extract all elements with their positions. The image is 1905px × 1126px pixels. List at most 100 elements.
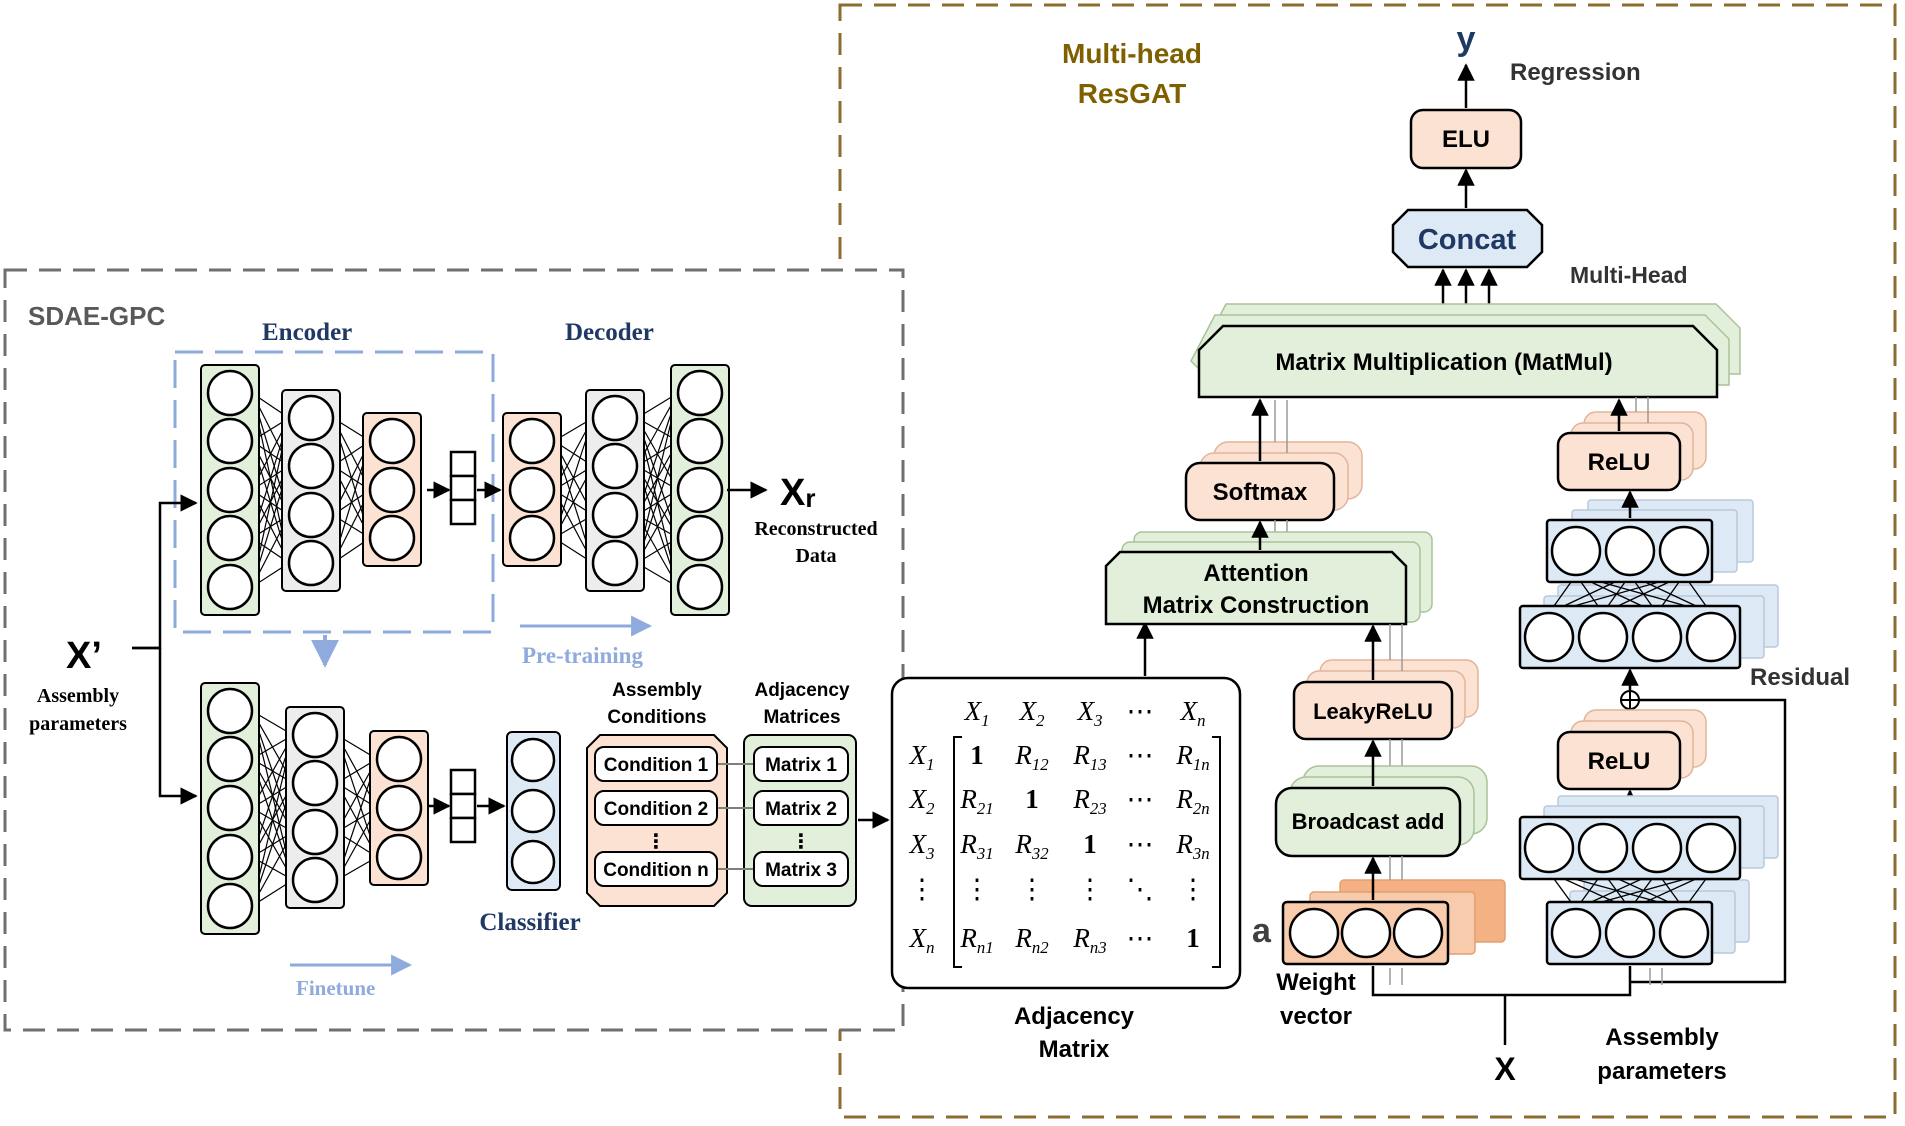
classifier-label: Classifier [479, 909, 580, 936]
matrix-cell: R21 [959, 784, 993, 818]
condition-1-text: Condition 1 [604, 755, 709, 776]
enc-input-node [206, 369, 254, 417]
matmul-box [1197, 324, 1719, 399]
adjacency-matrix-box [890, 676, 1242, 990]
dec-hidden-node [591, 394, 639, 442]
classifier-node [510, 788, 556, 834]
output-symbol-xr: Xr [780, 472, 815, 514]
residual-node [1631, 822, 1683, 874]
ft-hidden-layer [285, 706, 345, 909]
matrix-1-text: Matrix 1 [765, 755, 837, 776]
residual-node [1577, 822, 1629, 874]
matrix-cell: ⋮ [1180, 874, 1207, 904]
ft-input-node [206, 735, 254, 783]
weight-node [1340, 907, 1392, 959]
dec-code-node [508, 417, 556, 465]
conditions-header-line2: Conditions [607, 707, 706, 728]
matrix-cell: ⋯ [1127, 923, 1154, 953]
enc-hidden-node [287, 491, 335, 539]
leakyrelu-text: LeakyReLU [1313, 699, 1433, 724]
broadcast-box [1274, 786, 1462, 858]
latent-code-bottom [449, 768, 477, 844]
ft-hidden-node [291, 808, 339, 856]
residual-skip-line [1630, 698, 1787, 984]
weight-label-line1: Weight [1276, 969, 1356, 996]
matrix-cell: ⋮ [1077, 874, 1104, 904]
residual-node [1550, 907, 1602, 959]
resgat-title-line1: Multi-head [1062, 38, 1202, 69]
conditions-ellipsis: ⋮ [646, 831, 666, 853]
condition-2-box [594, 790, 718, 826]
encoder-label: Encoder [262, 319, 352, 346]
matrix-cell: R1n [1175, 740, 1209, 774]
matrix-col-header: X1 [964, 696, 990, 730]
ft-input-node [206, 687, 254, 735]
matrix-cell: 1 [970, 740, 984, 770]
condition-2-text: Condition 2 [604, 799, 708, 820]
pretraining-label: Pre-training [522, 643, 643, 668]
ft-hidden-node [291, 856, 339, 904]
matrix-cell: R2n [1175, 784, 1209, 818]
res-low-layer [1518, 815, 1742, 881]
attention-text-line1: Attention [1203, 560, 1308, 587]
neural-network-nodes [200, 364, 730, 935]
dec-hidden-node [591, 539, 639, 587]
enc-code-node [368, 466, 416, 514]
enc-hidden-layer [281, 389, 341, 592]
matrix-cell: 1 [1083, 829, 1097, 859]
matrix-cell: R23 [1072, 784, 1106, 818]
matrix-2-box [753, 790, 849, 826]
matrix-col-header: X2 [1019, 696, 1045, 730]
condition-matrix-links [717, 763, 754, 870]
enc-input-node [206, 417, 254, 465]
residual-node [1550, 525, 1602, 577]
matrix-cell: ⋯ [1127, 829, 1154, 859]
input-caption-line1: Assembly [37, 685, 119, 707]
output-symbol-y: y [1457, 20, 1476, 58]
leakyrelu-box [1292, 680, 1454, 741]
residual-node [1658, 907, 1710, 959]
enc-input-node [206, 466, 254, 514]
ft-hidden-node [291, 759, 339, 807]
matrix-cell: ⋯ [1127, 784, 1154, 814]
residual-node [1604, 525, 1656, 577]
decoder-label: Decoder [565, 319, 654, 346]
adjacency-caption-line1: Adjacency [1014, 1003, 1135, 1030]
classifier-node [510, 737, 556, 783]
matrix-1-box [753, 746, 849, 782]
output-caption-line2: Data [795, 545, 836, 567]
dec-output-node [676, 563, 724, 611]
relu-top-stack-lines [1635, 397, 1649, 423]
residual-node [1523, 822, 1575, 874]
matrix-3-box [753, 851, 849, 887]
matrix-row-header: ⋮ [909, 874, 936, 904]
concat-text: Concat [1418, 224, 1517, 256]
condition-1-box [594, 746, 718, 782]
regression-label: Regression [1510, 59, 1641, 86]
matrices-ellipsis: ⋮ [791, 831, 811, 853]
residual-node [1577, 611, 1629, 663]
matrix-cell: R32 [1014, 829, 1048, 863]
ft-input-node [206, 882, 254, 930]
attention-box [1104, 550, 1408, 626]
adjacency-caption-line2: Matrix [1039, 1036, 1110, 1063]
dec-hidden-node [591, 442, 639, 490]
matrix-cell: ⋮ [964, 874, 991, 904]
ft-input-node [206, 784, 254, 832]
resgat-title-line2: ResGAT [1078, 78, 1186, 109]
matrix-bracket-right [1212, 736, 1221, 968]
matrix-row-header: Xn [909, 923, 935, 957]
matrix-cell: R31 [959, 829, 993, 863]
dec-output-node [676, 369, 724, 417]
matrix-cell: Rn3 [1072, 923, 1106, 957]
matrix-col-header: ⋯ [1127, 696, 1154, 726]
assembly-label-line2: parameters [1597, 1058, 1726, 1085]
condition-n-text: Condition n [603, 860, 709, 881]
enc-input-node [206, 514, 254, 562]
relu-bottom-box [1556, 730, 1682, 791]
sdae-gpc-frame [3, 268, 905, 1032]
residual-node [1631, 611, 1683, 663]
matrices-header-line2: Matrices [763, 707, 840, 728]
ft-input-node [206, 833, 254, 881]
